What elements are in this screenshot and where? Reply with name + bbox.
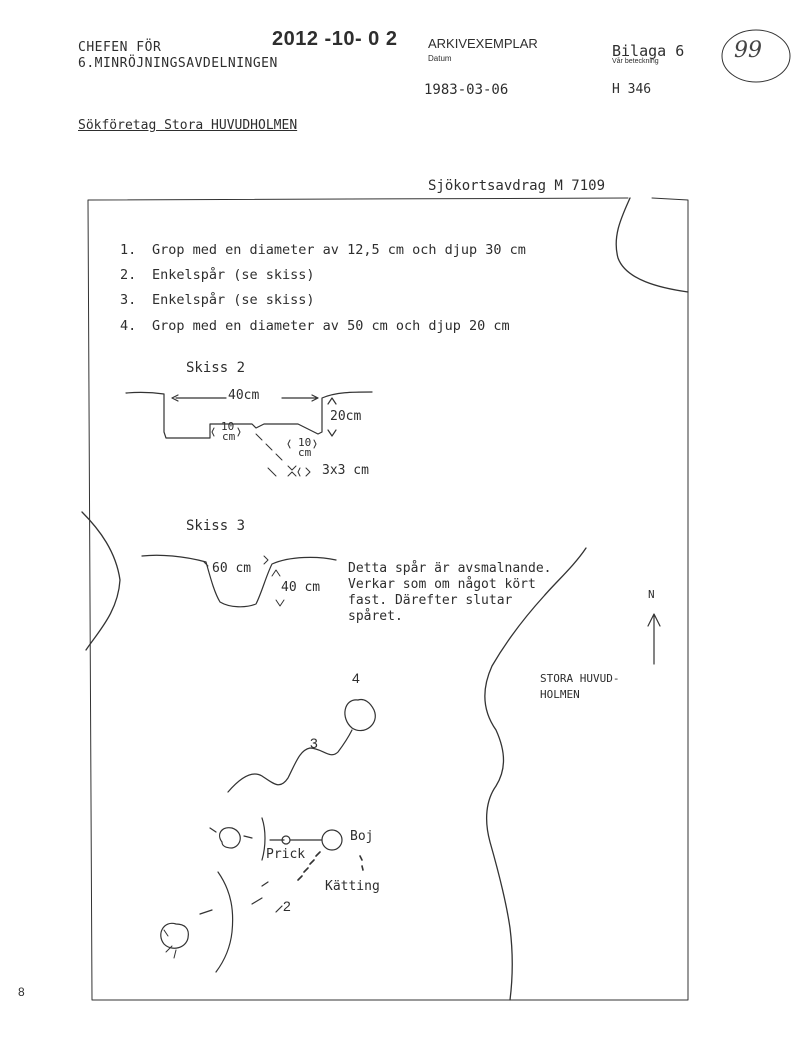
appendix-label: Bilaga 6 [612, 42, 685, 60]
map-finding-4-label: 4 [352, 670, 360, 686]
reference-field-label: Vår beteckning [612, 58, 659, 65]
finding-number-1: 1. [120, 242, 137, 258]
finding-4-pit [344, 698, 376, 732]
finding-text-2: Enkelspår (se skiss) [152, 267, 315, 283]
chain-label: Kätting [325, 879, 380, 894]
sketch-3-title: Skiss 3 [186, 518, 246, 534]
archive-copy-label: ARKIVEXEMPLAR [428, 36, 538, 51]
sketch-3-width-arrow [203, 555, 269, 567]
marker-stick [261, 817, 266, 861]
sketch-3-note-line-3: fast. Därefter slutar [348, 593, 513, 608]
sketch-3-width-label: 60 cm [212, 561, 252, 576]
finding-1-mark [163, 929, 177, 959]
north-label: N [648, 588, 655, 601]
coastline-top-right [615, 197, 689, 293]
buoy [321, 829, 343, 851]
finding-text-1: Grop med en diameter av 12,5 cm och djup… [152, 242, 526, 258]
marker-dash [209, 827, 253, 839]
sketch-2-width-arrow [171, 394, 319, 402]
sketch-3-depth-arrow [271, 569, 285, 607]
sketch-2-left-groove-unit: cm [222, 430, 236, 443]
sender-line-2: 6.MINRÖJNINGSAVDELNINGEN [78, 56, 278, 71]
buoy-label: Boj [350, 829, 374, 844]
finding-number-3: 3. [120, 292, 137, 308]
sketch-2-depth-label: 20cm [330, 409, 362, 424]
marker-ring [219, 827, 241, 849]
nautical-chart-reference: Sjökortsavdrag M 7109 [428, 178, 606, 194]
island-name-line-1: STORA HUVUD- [540, 672, 620, 685]
page-number-circle [721, 29, 791, 83]
map-finding-2-label: 2 [283, 898, 291, 914]
marker-label: Prick [266, 847, 306, 862]
sketch-2-title: Skiss 2 [186, 360, 246, 376]
sketch-2-width-label: 40cm [228, 388, 260, 403]
sketch-2-pointer [255, 433, 283, 461]
date-field-label: Datum [428, 54, 452, 63]
chain [297, 851, 364, 881]
island-name-line-2: HOLMEN [540, 688, 580, 701]
sketch-3-profile [141, 554, 337, 608]
finding-number-4: 4. [120, 318, 137, 334]
document-date: 1983-03-06 [424, 82, 509, 98]
north-arrow-head [647, 613, 661, 627]
sketch-3-note-line-1: Detta spår är avsmalnande. [348, 561, 552, 576]
finding-3-track [227, 729, 353, 793]
sketch-2-left-groove-value: 10 [221, 420, 235, 433]
handwritten-page-number: 99 [734, 38, 762, 63]
sketch-2-small-marks [267, 465, 311, 477]
chart-frame [87, 197, 689, 1001]
sketch-3-note-line-2: Verkar som om något kört [348, 577, 536, 592]
finding-2-arc [215, 871, 234, 973]
document-subject: Sökföretag Stora HUVUDHOLMEN [78, 118, 298, 133]
map-finding-3-label: 3 [310, 735, 318, 751]
received-date-stamp: 2012 -10- 0 2 [272, 28, 398, 50]
sketch-3-depth-label: 40 cm [281, 580, 321, 595]
finding-text-4: Grop med en diameter av 50 cm och djup 2… [152, 318, 510, 334]
finding-number-2: 2. [120, 267, 137, 283]
sketch-2-depth-arrow [327, 397, 337, 437]
reference-number: H 346 [612, 82, 652, 97]
coastline-left [81, 511, 121, 651]
margin-number: 8 [18, 985, 25, 999]
finding-text-3: Enkelspår (se skiss) [152, 292, 315, 308]
sketch-2-right-groove-value: 10 [298, 436, 312, 449]
sketch-2-right-groove-unit: cm [298, 446, 312, 459]
sketch-2-groove-brackets [211, 427, 317, 449]
sketch-3-note-line-4: spåret. [348, 609, 403, 624]
finding-1-pit [160, 922, 189, 949]
coastline-island [484, 547, 587, 1001]
sender-line-1: CHEFEN FÖR [78, 40, 162, 55]
sketch-2-profile [125, 391, 373, 439]
finding-2-dashes [199, 881, 283, 915]
sketch-2-small-dimension: 3x3 cm [322, 463, 369, 478]
marker-float [281, 835, 291, 845]
